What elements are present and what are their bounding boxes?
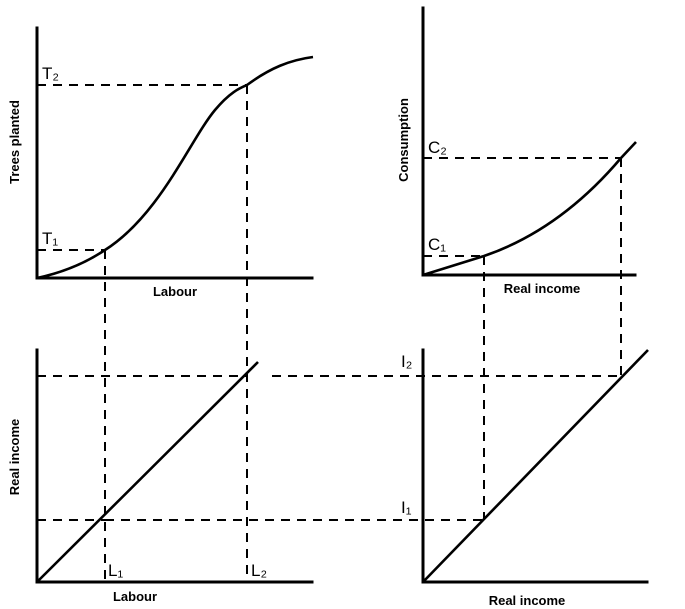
tr-y-axis-label: Consumption — [396, 98, 411, 182]
br-i1-label: I₁ — [401, 498, 412, 517]
panel-income-vs-income: I₂ I₁ Real income — [105, 348, 649, 608]
panel-consumption-vs-income: C₂ C₁ Real income Consumption — [396, 6, 637, 296]
tl-y-axis-label: Trees planted — [7, 100, 22, 184]
bl-l1-label: L₁ — [108, 561, 123, 580]
tl-production-curve — [36, 55, 314, 280]
br-i2-label: I₂ — [401, 352, 412, 371]
bl-y-axis-label: Real income — [7, 419, 22, 496]
tr-consumption-curve — [422, 141, 637, 277]
panel-income-vs-labour: L₁ L₂ Labour Real income — [7, 348, 314, 604]
tr-x-axis-label: Real income — [504, 281, 581, 296]
bl-l2-label: L₂ — [251, 561, 267, 580]
br-x-axis-label: Real income — [489, 593, 566, 608]
bl-x-axis-label: Labour — [113, 589, 157, 604]
panel-trees-vs-labour: T₂ T₁ Labour Trees planted — [7, 26, 314, 299]
tr-c1-label: C₁ — [428, 235, 446, 254]
tl-t2-label: T₂ — [42, 64, 59, 83]
linking-guides — [104, 85, 622, 582]
bl-income-line — [36, 361, 259, 583]
tl-x-axis-label: Labour — [153, 284, 197, 299]
tr-c2-label: C₂ — [428, 138, 447, 157]
tl-t1-label: T₁ — [42, 229, 58, 248]
br-45-degree-line — [422, 349, 649, 583]
